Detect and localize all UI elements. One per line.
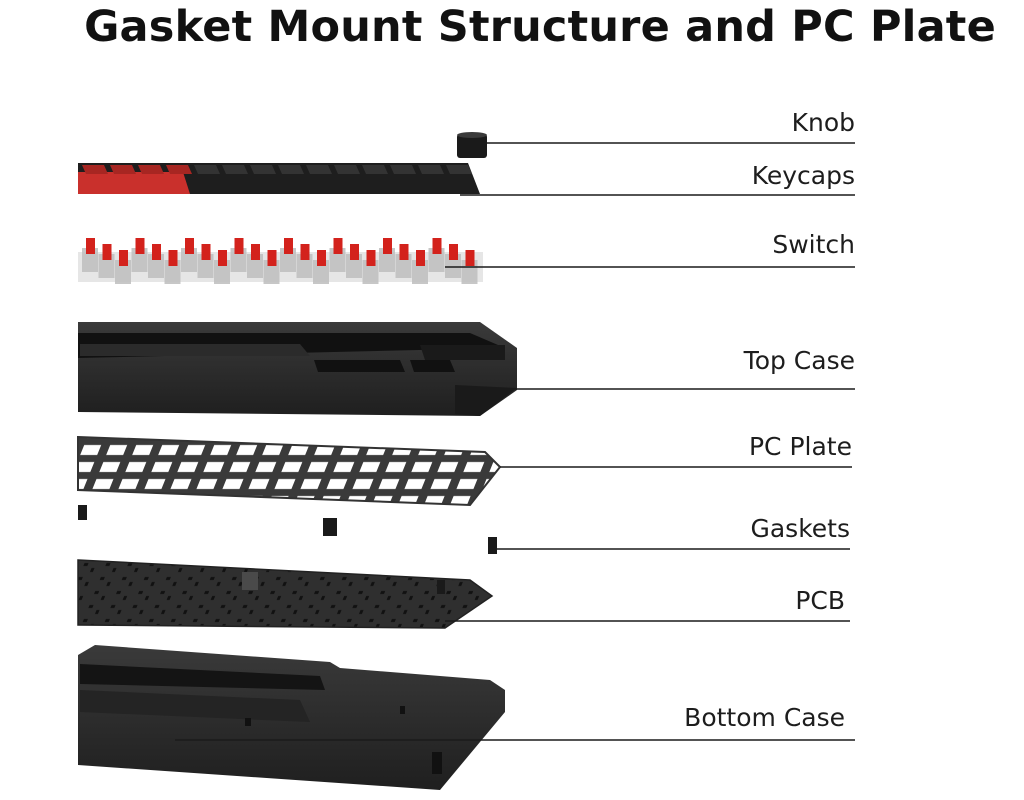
switch <box>280 238 296 272</box>
label-keycaps: Keycaps <box>752 161 855 190</box>
switch <box>131 238 148 272</box>
keycap <box>222 165 248 174</box>
switch <box>445 244 461 278</box>
switch <box>164 250 181 284</box>
switch <box>313 250 329 284</box>
switch <box>115 250 131 284</box>
switch <box>346 244 362 278</box>
switch <box>230 238 247 272</box>
keycaps-part <box>78 163 480 194</box>
knob-part <box>457 132 487 158</box>
page-title: Gasket Mount Structure and PC Plate <box>84 2 996 52</box>
keycap <box>250 165 276 174</box>
switch-part <box>78 238 483 284</box>
keycap <box>194 165 220 174</box>
label-top-case: Top Case <box>743 346 855 375</box>
switch <box>82 238 98 272</box>
keycap <box>82 165 108 174</box>
bottom-case-part <box>78 645 505 790</box>
keycap <box>278 165 304 174</box>
switch <box>148 244 164 278</box>
switch <box>395 244 412 278</box>
label-pcb: PCB <box>795 586 845 615</box>
keycap <box>362 165 388 174</box>
leader-lines <box>175 142 855 741</box>
switch <box>412 250 428 284</box>
keycap <box>390 165 416 174</box>
label-switch: Switch <box>772 230 855 259</box>
top-case-part <box>78 322 517 416</box>
keycap <box>138 165 164 174</box>
label-gaskets: Gaskets <box>750 514 850 543</box>
label-bottom-case: Bottom Case <box>684 703 845 732</box>
switch <box>461 250 478 284</box>
pcb-part <box>77 559 494 629</box>
keycap <box>166 165 192 174</box>
pc-plate-part <box>77 435 502 507</box>
switch <box>197 244 214 278</box>
switch <box>296 244 313 278</box>
switch <box>247 244 263 278</box>
switch <box>362 250 379 284</box>
label-pc-plate: PC Plate <box>749 432 852 461</box>
switch <box>263 250 280 284</box>
keycap <box>306 165 332 174</box>
label-knob: Knob <box>792 108 855 137</box>
keycap <box>418 165 444 174</box>
keycap <box>110 165 136 174</box>
switch <box>181 238 197 272</box>
switch <box>379 238 395 272</box>
switch <box>329 238 346 272</box>
gaskets-part <box>78 505 497 554</box>
switch <box>98 244 115 278</box>
switch <box>214 250 230 284</box>
keycap <box>446 165 472 174</box>
keycap <box>334 165 360 174</box>
switch <box>428 238 445 272</box>
